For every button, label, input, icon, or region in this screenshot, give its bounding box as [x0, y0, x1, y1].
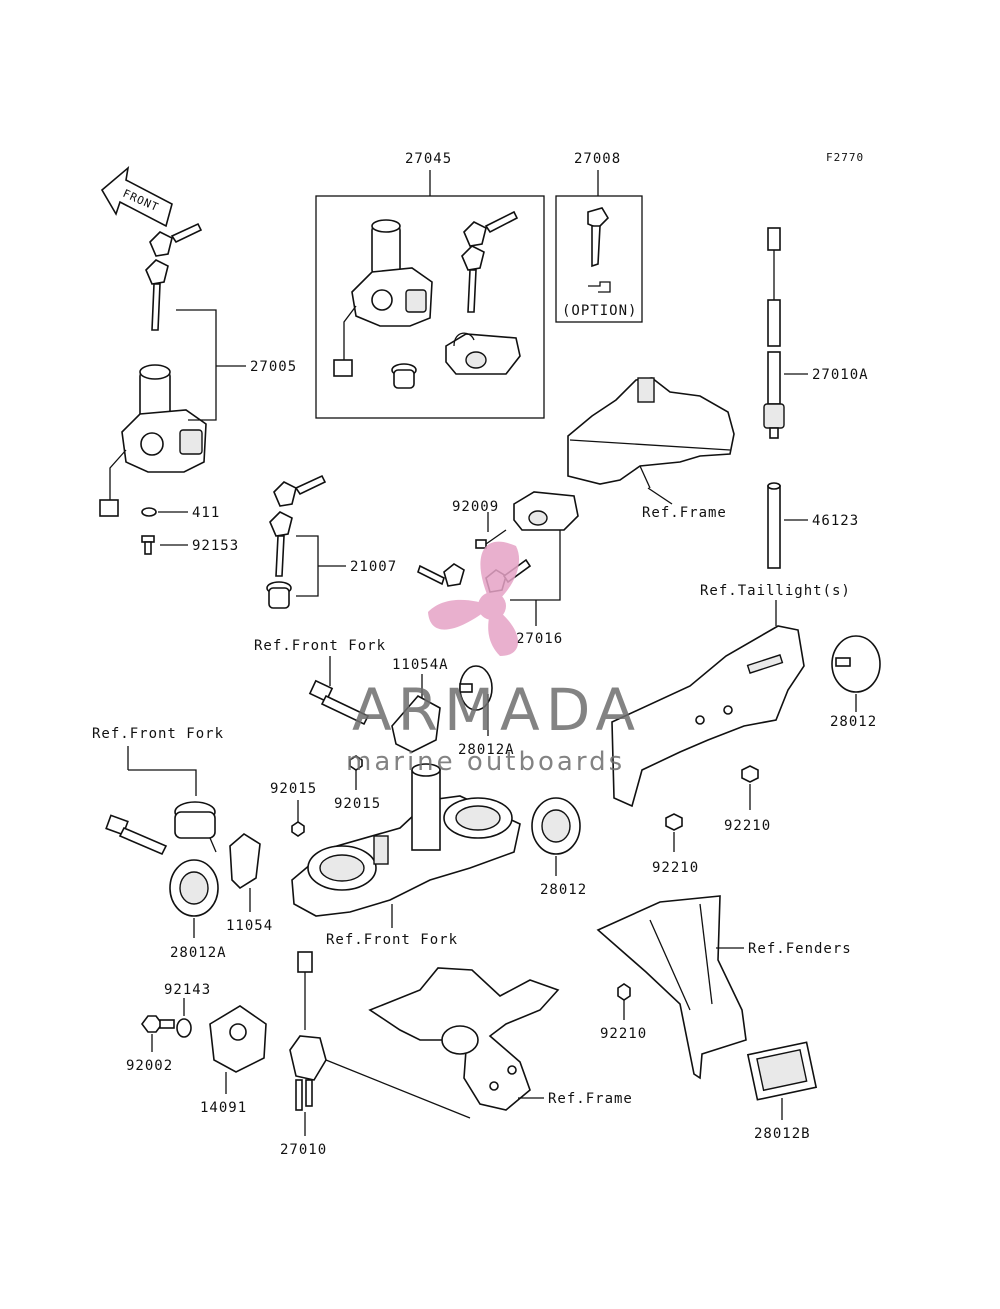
ref-front-fork-label-2: Ref.Front Fork — [92, 726, 224, 742]
label-27010A: 27010A — [812, 367, 869, 383]
label-411: 411 — [192, 505, 220, 521]
ref-front-fork-label-1: Ref.Front Fork — [254, 638, 386, 654]
armada-watermark: ARMADA marine outboards — [346, 541, 641, 777]
label-28012-a: 28012 — [830, 714, 877, 730]
key-pair-left-icon — [145, 222, 203, 331]
washer-92143 — [176, 1018, 192, 1038]
bracket-14091 — [209, 1005, 267, 1073]
label-27005: 27005 — [250, 359, 297, 375]
cap-plug — [391, 363, 417, 389]
taillight-bracket — [611, 625, 805, 808]
rod-46123 — [767, 482, 781, 569]
option-label: (OPTION) — [562, 303, 637, 319]
label-92153: 92153 — [192, 538, 239, 554]
figure-code: F2770 — [826, 151, 864, 164]
label-14091: 14091 — [200, 1100, 247, 1116]
steering-stem-triple-clamp — [291, 763, 521, 917]
fender-bracket — [596, 895, 747, 1080]
label-27045: 27045 — [405, 151, 452, 167]
front-arrow-icon: FRONT — [100, 165, 173, 228]
grommet-clamp — [174, 801, 217, 853]
label-27010: 27010 — [280, 1142, 327, 1158]
washer-411 — [141, 507, 157, 517]
bracket-11054 — [229, 833, 261, 890]
key-pair-icon — [461, 210, 519, 313]
label-92210-3: 92210 — [600, 1026, 647, 1042]
label-46123: 46123 — [812, 513, 859, 529]
label-92210-2: 92210 — [652, 860, 699, 876]
ref-taillight-label: Ref.Taillight(s) — [700, 583, 851, 599]
label-92015-1: 92015 — [270, 781, 317, 797]
seat-lock-assembly — [445, 332, 521, 375]
bolt-front-fork-left — [105, 814, 168, 856]
blank-key-icon — [587, 207, 611, 293]
label-28012A-2: 28012A — [170, 945, 227, 961]
label-92210-1: 92210 — [724, 818, 771, 834]
reflector-28012A-lower — [169, 859, 219, 917]
ref-frame-label-1: Ref.Frame — [642, 505, 727, 521]
cap-21007 — [266, 581, 292, 609]
propeller-logo-icon — [428, 541, 520, 656]
bracket-11054A — [391, 694, 441, 753]
ref-fenders-label: Ref.Fenders — [748, 941, 852, 957]
label-21007: 21007 — [350, 559, 397, 575]
ref-front-fork-label-3: Ref.Front Fork — [326, 932, 458, 948]
frame-bracket-top — [567, 377, 735, 489]
bolt-92002 — [141, 1015, 175, 1033]
seat-lock-27016 — [513, 491, 579, 531]
label-28012A-1: 28012A — [458, 742, 515, 758]
nut-92210-3 — [617, 983, 631, 1001]
reflector-28012-center — [531, 797, 581, 855]
reflector-28012-right — [831, 635, 881, 693]
switch-27010 — [289, 951, 327, 1111]
watermark-brand: ARMADA — [352, 676, 641, 744]
nut-92015-upper — [349, 755, 363, 771]
ignition-switch-assembly — [333, 219, 433, 377]
label-27008: 27008 — [574, 151, 621, 167]
label-27016: 27016 — [516, 631, 563, 647]
frame-bottom — [368, 967, 560, 1111]
label-28012-b: 28012 — [540, 882, 587, 898]
reflector-28012A-upper — [459, 665, 493, 711]
reflector-28012B — [746, 1041, 818, 1101]
watermark-tagline: marine outboards — [346, 747, 625, 777]
ref-frame-label-2: Ref.Frame — [548, 1091, 633, 1107]
key-pair-21007-icon — [269, 474, 327, 577]
ignition-switch-left — [99, 364, 207, 517]
bolt-92009 — [475, 529, 507, 549]
nut-92210-2 — [665, 813, 683, 831]
switch-27010A — [763, 227, 785, 439]
label-92002: 92002 — [126, 1058, 173, 1074]
screw-92153 — [141, 535, 155, 555]
kit-27008-box — [555, 195, 643, 323]
nut-92210-1 — [741, 765, 759, 783]
label-92143: 92143 — [164, 982, 211, 998]
bolt-front-fork-upper — [308, 679, 370, 726]
label-11054: 11054 — [226, 918, 273, 934]
label-11054A: 11054A — [392, 657, 449, 673]
label-92009: 92009 — [452, 499, 499, 515]
label-28012B: 28012B — [754, 1126, 811, 1142]
kit-27045-box — [315, 195, 545, 419]
nut-92015-left — [291, 821, 305, 837]
label-92015-2: 92015 — [334, 796, 381, 812]
